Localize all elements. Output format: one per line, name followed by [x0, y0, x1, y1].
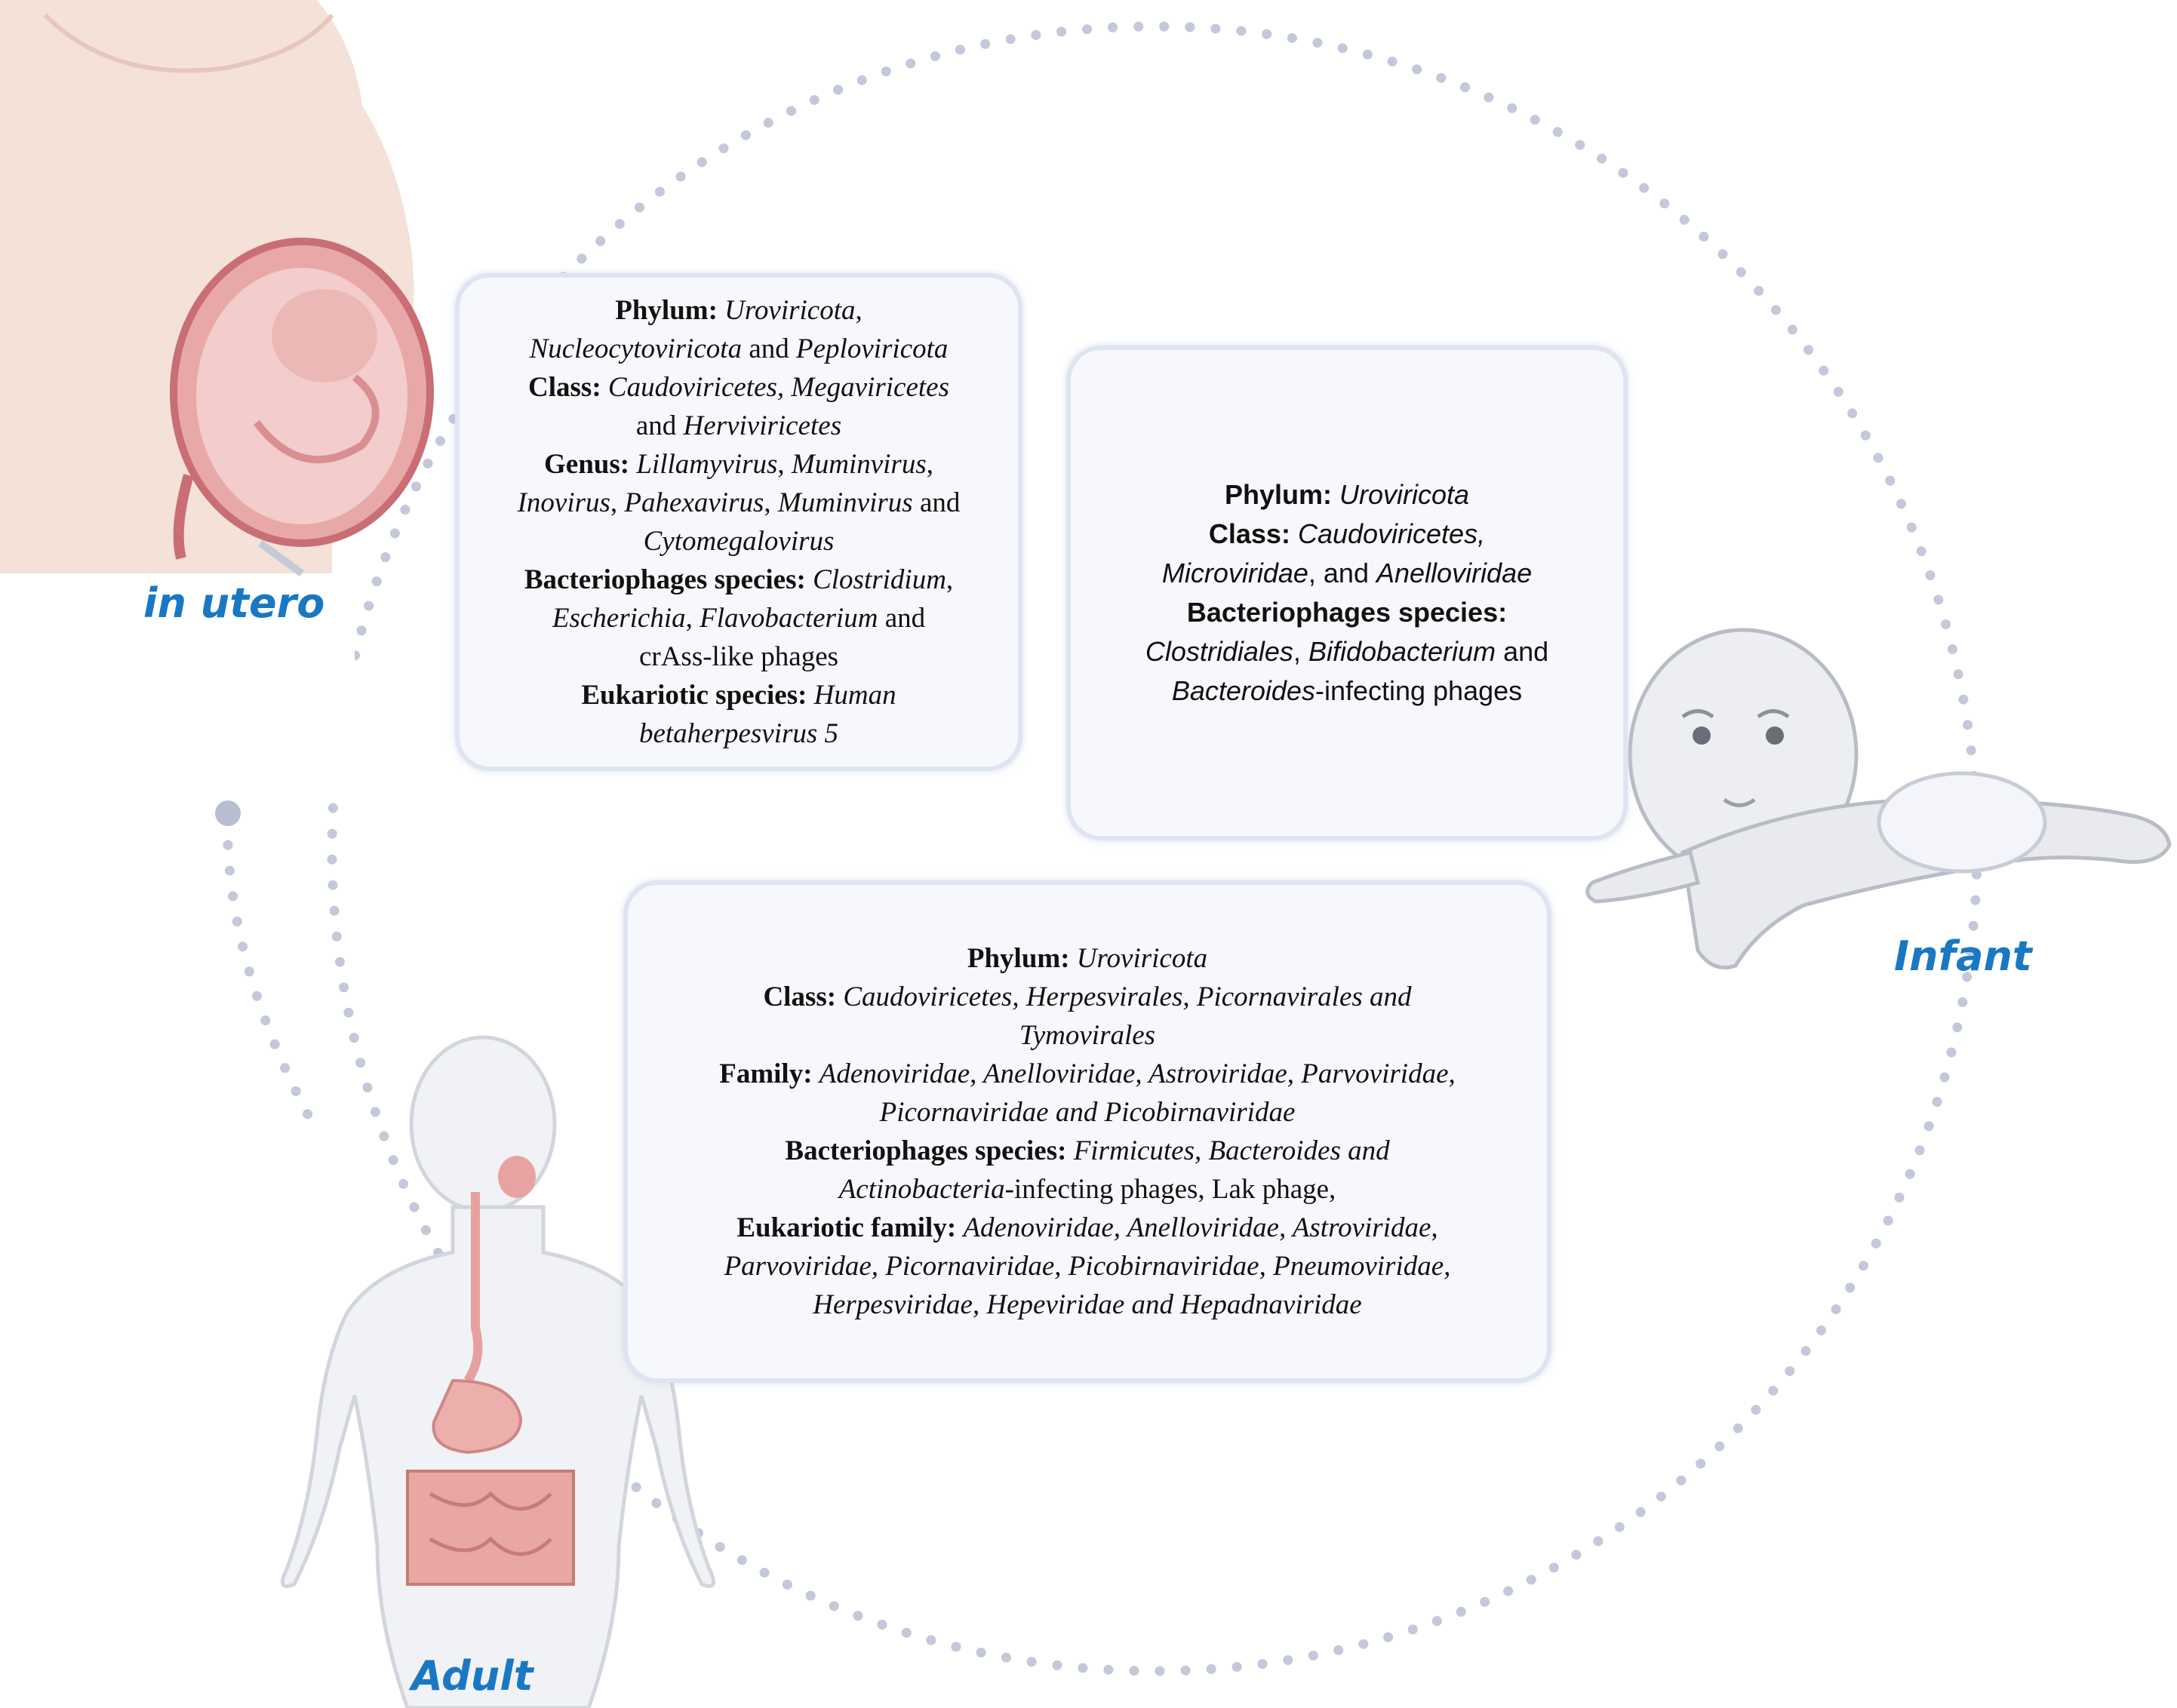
infant-bacteriophages-line-2: Clostridiales, Bifidobacterium and	[1145, 636, 1549, 667]
start-dot-icon	[215, 800, 241, 826]
adult-family-line: Family: Adenoviridae, Anelloviridae, Ast…	[719, 1058, 1456, 1089]
adult-eukariotic-line-2: Parvoviridae, Picornaviridae, Picobirnav…	[724, 1251, 1451, 1282]
infant-illustration	[1585, 628, 2172, 969]
stage-label-infant: Infant	[1894, 932, 2032, 980]
circle-gap-mask	[113, 596, 355, 792]
adult-eukariotic-line: Eukariotic family: Adenoviridae, Anellov…	[736, 1212, 1438, 1243]
adult-bacteriophages-line: Bacteriophages species: Firmicutes, Bact…	[785, 1135, 1390, 1166]
infant-class-line: Class: Caudoviricetes,	[1208, 518, 1486, 549]
in-utero-eukariotic-line: Eukariotic species: Human	[581, 680, 896, 711]
stage-label-adult: Adult	[411, 1652, 533, 1700]
infant-virome-box: Phylum: Uroviricota Class: Caudoviricete…	[1066, 346, 1628, 840]
infant-phylum-line: Phylum: Uroviricota	[1224, 479, 1470, 510]
adult-eukariotic-line-3: Herpesviridae, Hepeviridae and Hepadnavi…	[813, 1289, 1362, 1320]
in-utero-class-line: Class: Caudoviricetes, Megaviricetes	[528, 372, 949, 403]
adult-phylum-line: Phylum: Uroviricota	[967, 943, 1208, 974]
in-utero-genus-line-3: Cytomegalovirus	[643, 526, 835, 557]
in-utero-phylum-line: Phylum: Uroviricota,	[615, 295, 862, 326]
in-utero-bacteriophages-line-3: crAss-like phages	[638, 641, 839, 672]
in-utero-bacteriophages-line-2: Escherichia, Flavobacterium and	[552, 603, 926, 634]
start-dotted-tail	[223, 840, 322, 1137]
adult-class-line-2: Tymovirales	[1019, 1020, 1156, 1051]
in-utero-eukariotic-line-2: betaherpesvirus 5	[638, 718, 839, 749]
adult-class-line: Class: Caudoviricetes, Herpesvirales, Pi…	[763, 981, 1412, 1012]
stage-label-in-utero: in utero	[143, 579, 325, 627]
adult-virome-box: Phylum: Uroviricota Class: Caudoviricete…	[623, 880, 1551, 1383]
adult-bacteriophages-line-2: Actinobacteria-infecting phages, Lak pha…	[838, 1174, 1336, 1205]
in-utero-phylum-line-2: Nucleocytoviricota and Peploviricota	[529, 333, 949, 364]
in-utero-genus-line: Genus: Lillamyvirus, Muminvirus,	[544, 449, 933, 480]
in-utero-virome-box: Phylum: Uroviricota, Nucleocytoviricota …	[455, 273, 1022, 771]
adult-digestive-system-illustration	[280, 1035, 716, 1708]
in-utero-genus-line-2: Inovirus, Pahexavirus, Muminvirus and	[517, 487, 961, 518]
infant-class-line-2: Microviridae, and Anelloviridae	[1161, 558, 1533, 588]
pregnant-abdomen-illustration	[0, 0, 434, 577]
infant-bacteriophages-line: Bacteriophages species:	[1186, 597, 1508, 628]
in-utero-bacteriophages-line: Bacteriophages species: Clostridium,	[524, 564, 954, 595]
infant-bacteriophages-line-3: Bacteroides-infecting phages	[1171, 675, 1523, 706]
adult-family-line-2: Picornaviridae and Picobirnaviridae	[879, 1097, 1296, 1128]
in-utero-class-line-2: and Herviviricetes	[635, 410, 842, 441]
